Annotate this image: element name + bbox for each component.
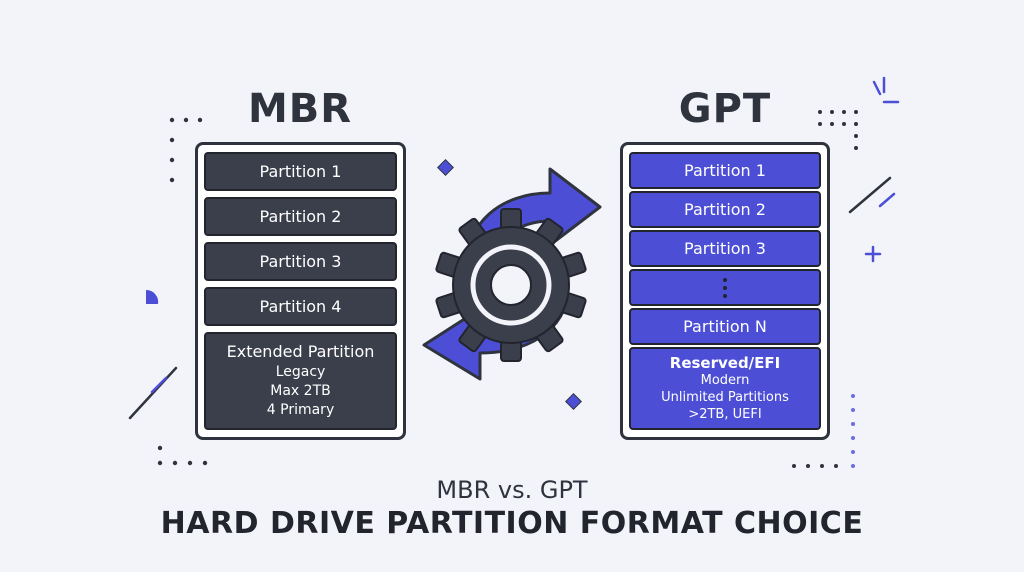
gpt-feature-unlimited: Unlimited Partitions bbox=[661, 390, 789, 405]
reserved-efi-title: Reserved/EFI bbox=[669, 354, 781, 372]
vertical-ellipsis-icon bbox=[723, 277, 727, 298]
gpt-ellipsis-partition bbox=[629, 269, 821, 306]
gpt-heading: GPT bbox=[678, 86, 772, 132]
mbr-partition-1: Partition 1 bbox=[204, 152, 397, 191]
gpt-disk-layout: Partition 1 Partition 2 Partition 3 Part… bbox=[620, 142, 830, 440]
gpt-feature-size-uefi: >2TB, UEFI bbox=[688, 407, 762, 422]
gpt-partition-1: Partition 1 bbox=[629, 152, 821, 189]
caption-subtitle: MBR vs. GPT bbox=[436, 476, 588, 504]
gpt-reserved-efi-partition: Reserved/EFI Modern Unlimited Partitions… bbox=[629, 347, 821, 430]
gear-icon bbox=[435, 208, 587, 362]
mbr-partition-4: Partition 4 bbox=[204, 287, 397, 326]
mbr-feature-max-size: Max 2TB bbox=[270, 383, 331, 399]
gpt-feature-modern: Modern bbox=[700, 373, 750, 388]
gpt-partition-3: Partition 3 bbox=[629, 230, 821, 267]
gpt-partition-n: Partition N bbox=[629, 308, 821, 345]
mbr-feature-legacy: Legacy bbox=[275, 364, 326, 380]
mbr-disk-layout: Partition 1 Partition 2 Partition 3 Part… bbox=[195, 142, 406, 440]
mbr-partition-3: Partition 3 bbox=[204, 242, 397, 281]
gpt-partition-2: Partition 2 bbox=[629, 191, 821, 228]
mbr-heading: MBR bbox=[247, 86, 353, 132]
mbr-feature-primary-count: 4 Primary bbox=[266, 402, 335, 418]
caption-title: HARD DRIVE PARTITION FORMAT CHOICE bbox=[160, 506, 864, 541]
mbr-partition-2: Partition 2 bbox=[204, 197, 397, 236]
extended-partition-title: Extended Partition bbox=[226, 342, 375, 361]
mbr-extended-partition: Extended Partition Legacy Max 2TB 4 Prim… bbox=[204, 332, 397, 430]
conversion-graphic bbox=[422, 167, 602, 381]
